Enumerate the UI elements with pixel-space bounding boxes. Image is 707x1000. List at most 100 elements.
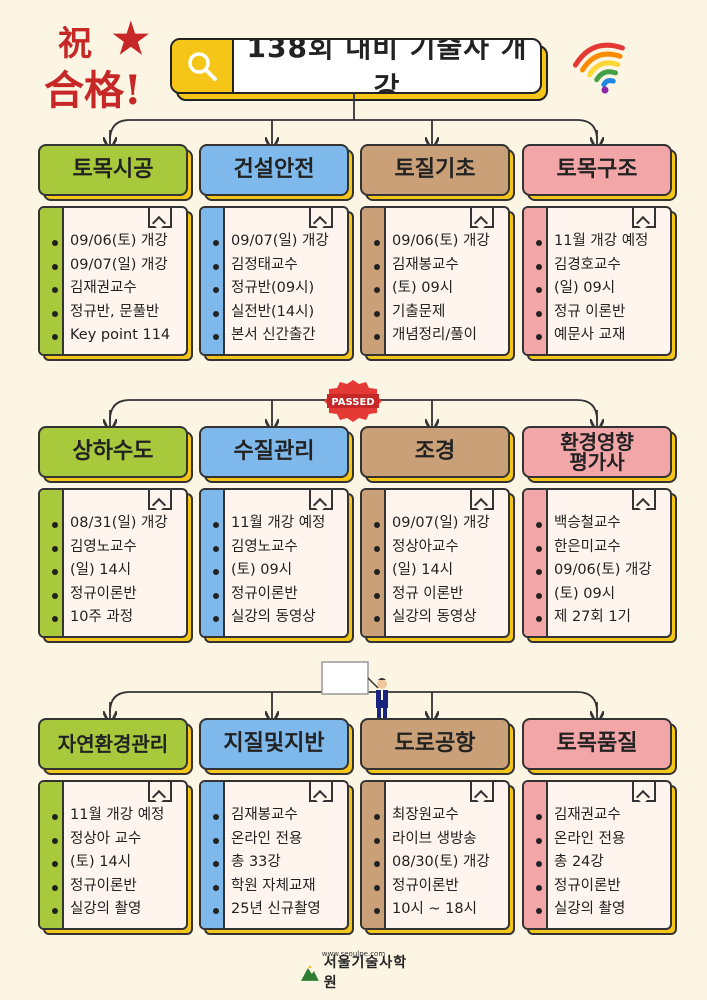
list-item: 실강의 촬영 xyxy=(536,898,625,922)
list-item: 정규이론반 xyxy=(213,583,325,607)
search-bar[interactable]: 138회 대비 기술사 개강 xyxy=(170,38,542,94)
subject-button[interactable]: 토질기초 xyxy=(360,144,510,196)
subject-button[interactable]: 수질관리 xyxy=(199,426,349,478)
list-item: 11월 개강 예정 xyxy=(213,512,325,536)
bookmark-icon xyxy=(632,208,656,228)
search-icon[interactable] xyxy=(172,40,234,92)
mountain-logo-icon xyxy=(300,965,319,981)
list-item: (토) 09시 xyxy=(374,277,490,301)
list-item: 온라인 전용 xyxy=(536,828,625,852)
list-item: 정규 이론반 xyxy=(536,301,648,325)
bookmark-icon xyxy=(632,782,656,802)
list-item: 제 27회 1기 xyxy=(536,606,652,630)
list-item: 김재봉교수 xyxy=(374,254,490,278)
list-item: (토) 14시 xyxy=(52,851,164,875)
list-item: 예문사 교재 xyxy=(536,324,648,348)
bookmark-icon xyxy=(309,208,333,228)
list-item: 김정태교수 xyxy=(213,254,329,278)
subject-button[interactable]: 자연환경관리 xyxy=(38,718,188,770)
list-item: 정상아교수 xyxy=(374,536,490,560)
list-item: 09/07(일) 개강 xyxy=(213,230,329,254)
passed-badge: PASSED xyxy=(324,380,382,422)
list-item: 08/31(일) 개강 xyxy=(52,512,168,536)
list-item: 11월 개강 예정 xyxy=(536,230,648,254)
card-color-strip xyxy=(201,782,225,928)
list-item: 09/06(토) 개강 xyxy=(52,230,170,254)
list-item: (일) 14시 xyxy=(52,559,168,583)
footer-url[interactable]: www.seoulpe.com xyxy=(321,950,386,958)
list-item: 최장원교수 xyxy=(374,804,490,828)
bookmark-icon xyxy=(309,782,333,802)
list-item: 25년 신규촬영 xyxy=(213,898,321,922)
list-item: 실강의 동영상 xyxy=(213,606,325,630)
bookmark-icon xyxy=(148,208,172,228)
stamp-line2: 合格! xyxy=(44,67,142,114)
list-item: 09/06(토) 개강 xyxy=(536,559,652,583)
subject-button[interactable]: 지질및지반 xyxy=(199,718,349,770)
list-item: Key point 114 xyxy=(52,324,170,348)
list-item: 개념정리/풀이 xyxy=(374,324,490,348)
card-color-strip xyxy=(201,208,225,354)
subject-button[interactable]: 환경영향 평가사 xyxy=(522,426,672,478)
bookmark-icon xyxy=(470,782,494,802)
list-item: 10주 과정 xyxy=(52,606,168,630)
card-color-strip xyxy=(362,782,386,928)
subject-button[interactable]: 토목시공 xyxy=(38,144,188,196)
list-item: 김재권교수 xyxy=(536,804,625,828)
list-item: 김재권교수 xyxy=(52,277,170,301)
teacher-icon xyxy=(321,661,388,719)
card-color-strip xyxy=(362,208,386,354)
list-item: 총 24강 xyxy=(536,851,625,875)
subject-button[interactable]: 도로공항 xyxy=(360,718,510,770)
list-item: 온라인 전용 xyxy=(213,828,321,852)
list-item: 09/06(토) 개강 xyxy=(374,230,490,254)
list-item: (일) 14시 xyxy=(374,559,490,583)
bookmark-icon xyxy=(632,490,656,510)
wifi-icon xyxy=(572,42,625,94)
list-item: 김재봉교수 xyxy=(213,804,321,828)
card-color-strip xyxy=(524,782,548,928)
subject-button[interactable]: 토목구조 xyxy=(522,144,672,196)
star-icon: ★ xyxy=(112,14,150,63)
list-item: 김영노교수 xyxy=(52,536,168,560)
subject-button[interactable]: 건설안전 xyxy=(199,144,349,196)
list-item: 09/07(일) 개강 xyxy=(374,512,490,536)
subject-button[interactable]: 조경 xyxy=(360,426,510,478)
list-item: 09/07(일) 개강 xyxy=(52,254,170,278)
card-color-strip xyxy=(40,208,64,354)
card-color-strip xyxy=(362,490,386,636)
list-item: 학원 자체교재 xyxy=(213,875,321,899)
list-item: 정규이론반 xyxy=(374,875,490,899)
list-item: 실강의 동영상 xyxy=(374,606,490,630)
list-item: 김영노교수 xyxy=(213,536,325,560)
subject-button[interactable]: 토목품질 xyxy=(522,718,672,770)
list-item: 정상아 교수 xyxy=(52,828,164,852)
list-item: 정규반, 문풀반 xyxy=(52,301,170,325)
list-item: 실전반(14시) xyxy=(213,301,329,325)
bookmark-icon xyxy=(470,490,494,510)
passed-label: PASSED xyxy=(331,397,374,408)
list-item: 정규이론반 xyxy=(52,875,164,899)
card-color-strip xyxy=(40,782,64,928)
congrats-stamp: 祝 ★ 合格! xyxy=(44,14,154,114)
subject-button[interactable]: 상하수도 xyxy=(38,426,188,478)
list-item: (토) 09시 xyxy=(536,583,652,607)
list-item: 실강의 촬영 xyxy=(52,898,164,922)
footer-logo: 서울기술사학원 xyxy=(300,955,420,991)
